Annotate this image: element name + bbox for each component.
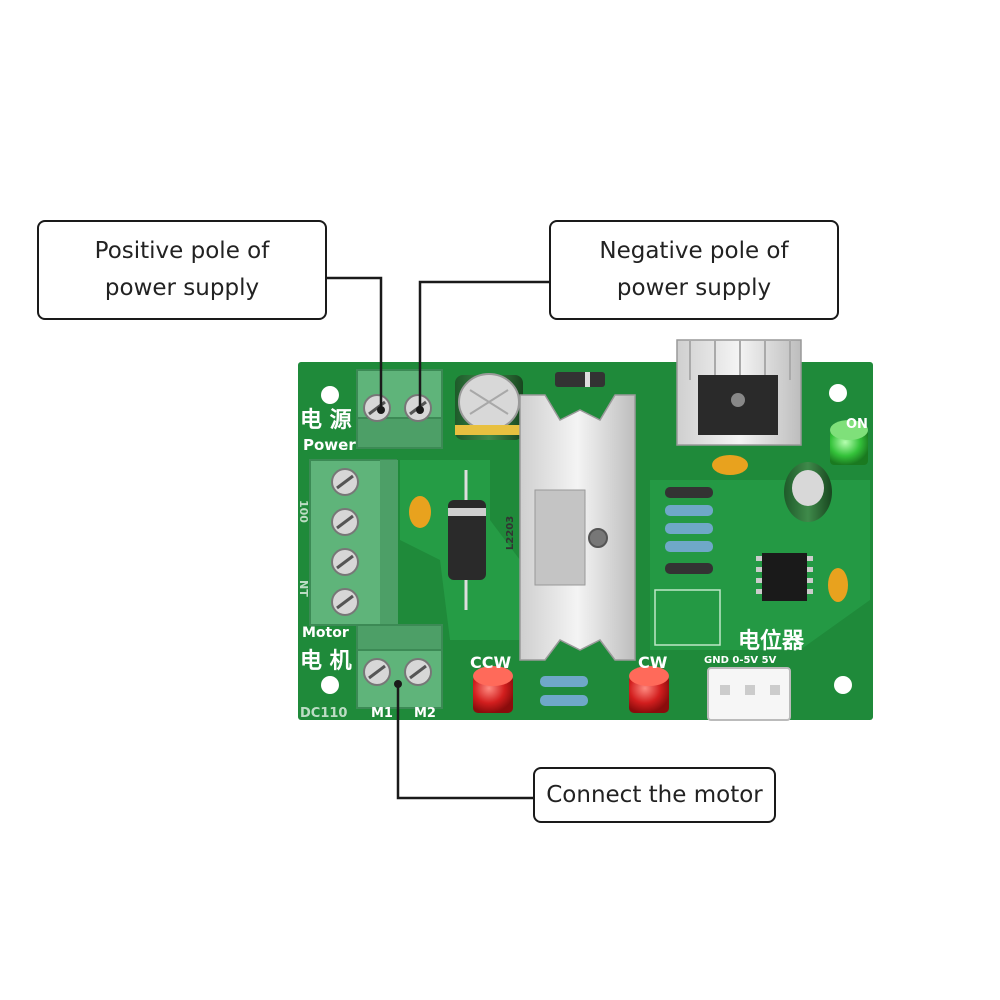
positive-pole-callout: Positive pole of power supply bbox=[37, 220, 327, 320]
motor-label-cn: 电 机 bbox=[300, 649, 352, 674]
mount-hole bbox=[321, 386, 339, 404]
side-label-a: 100 bbox=[297, 500, 310, 523]
motor-callout: Connect the motor bbox=[533, 767, 776, 823]
ceramic-capacitor bbox=[409, 496, 431, 528]
electrolytic-capacitor bbox=[455, 373, 523, 440]
mount-hole bbox=[829, 384, 847, 402]
motor-text: Connect the motor bbox=[546, 781, 763, 808]
potentiometer-connector bbox=[707, 667, 791, 721]
ccw-label: CCW bbox=[470, 653, 511, 672]
power-diode bbox=[448, 470, 486, 610]
mount-hole bbox=[321, 676, 339, 694]
potentiometer-label-cn: 电位器 bbox=[738, 628, 805, 654]
ccw-led bbox=[473, 666, 513, 713]
positive-leader-line bbox=[327, 276, 383, 410]
negative-pole-callout: Negative pole of power supply bbox=[549, 220, 839, 320]
on-label: ON bbox=[846, 417, 868, 432]
center-heatsink bbox=[519, 394, 636, 661]
power-label-cn: 电 源 bbox=[300, 408, 352, 433]
small-capacitor bbox=[784, 462, 832, 522]
m1-label: M1 bbox=[371, 706, 393, 721]
mount-hole bbox=[834, 676, 852, 694]
motor-label-en: Motor bbox=[302, 625, 349, 641]
power-led bbox=[830, 420, 868, 465]
side-terminal bbox=[309, 459, 398, 626]
motor-leader-line bbox=[396, 684, 533, 800]
chip-code-label: L2203 bbox=[505, 516, 516, 550]
regulator-heatsink bbox=[676, 339, 802, 446]
ceramic-capacitor bbox=[712, 455, 748, 475]
positive-pole-text: Positive pole of power supply bbox=[94, 238, 270, 301]
motor-terminal bbox=[356, 624, 443, 709]
resistor-array bbox=[540, 487, 713, 706]
negative-pole-text: Negative pole of power supply bbox=[599, 238, 789, 301]
cw-label: CW bbox=[638, 653, 668, 672]
model-label: DC110 bbox=[300, 706, 347, 721]
ic-chip bbox=[756, 553, 813, 601]
power-terminal bbox=[356, 369, 443, 449]
cw-led bbox=[629, 666, 669, 713]
m2-label: M2 bbox=[414, 706, 436, 721]
ceramic-capacitor bbox=[828, 568, 848, 602]
power-label-en: Power bbox=[303, 436, 356, 454]
side-label-b: NT bbox=[297, 580, 310, 597]
small-diode bbox=[555, 372, 605, 387]
potentiometer-pins-label: GND 0-5V 5V bbox=[704, 655, 777, 666]
negative-leader-line bbox=[418, 280, 550, 410]
